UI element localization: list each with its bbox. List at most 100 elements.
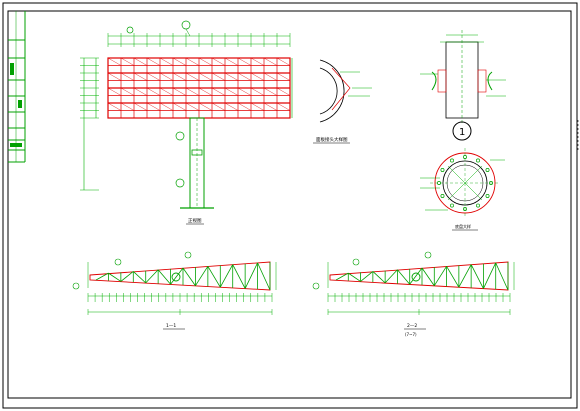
panel-brace bbox=[185, 57, 200, 66]
panel-brace bbox=[133, 72, 148, 81]
truss-diagonal bbox=[495, 262, 509, 291]
section-b-title: 2—2 bbox=[407, 323, 417, 329]
panel-brace bbox=[107, 57, 122, 66]
bolt-hole bbox=[485, 168, 490, 172]
panel-brace bbox=[120, 87, 135, 96]
bolt-hole bbox=[485, 194, 490, 198]
truss-diagonal bbox=[207, 266, 221, 288]
section-2-2: 2—2 (7~7) bbox=[312, 251, 515, 337]
panel-brace bbox=[172, 57, 187, 66]
panel-brace bbox=[120, 57, 135, 66]
truss-diagonal bbox=[108, 272, 122, 282]
panel-brace bbox=[211, 87, 226, 96]
panel-brace bbox=[224, 102, 239, 111]
front-view-title: 正视图 bbox=[188, 217, 202, 224]
panel-brace bbox=[276, 72, 291, 81]
truss-diagonal bbox=[458, 264, 472, 288]
panel-brace bbox=[250, 87, 265, 96]
panel-brace bbox=[198, 102, 213, 111]
panel-brace bbox=[263, 102, 278, 111]
panel-brace bbox=[198, 72, 213, 81]
truss-diagonal bbox=[257, 262, 271, 291]
panel-brace bbox=[159, 102, 174, 111]
panel-brace bbox=[120, 102, 135, 111]
truss-diagonal bbox=[446, 266, 460, 288]
sheet-number: 1 bbox=[459, 127, 465, 138]
panel-brace bbox=[276, 57, 291, 66]
section-b-subtitle: (7~7) bbox=[405, 332, 417, 337]
truss-diagonal bbox=[195, 266, 209, 286]
truss-diagonal bbox=[145, 269, 159, 284]
bolt-hole bbox=[450, 158, 454, 163]
panel-brace bbox=[172, 102, 187, 111]
panel-brace bbox=[263, 72, 278, 81]
panel-brace bbox=[159, 87, 174, 96]
truss-diagonal bbox=[409, 267, 423, 285]
bolt-hole bbox=[440, 168, 445, 172]
section-a-title: 1—1 bbox=[166, 323, 176, 329]
title-strip bbox=[8, 11, 26, 163]
truss-diagonal bbox=[182, 267, 196, 286]
truss-diagonal bbox=[433, 266, 447, 286]
panel-brace bbox=[107, 87, 122, 96]
panel-brace bbox=[250, 72, 265, 81]
panel-brace bbox=[237, 57, 252, 66]
truss-diagonal bbox=[360, 271, 374, 282]
panel-brace bbox=[172, 87, 187, 96]
panel-brace bbox=[120, 72, 135, 81]
panel-brace bbox=[198, 87, 213, 96]
truss-diagonal bbox=[120, 271, 134, 282]
panel-brace bbox=[224, 72, 239, 81]
truss-diagonal bbox=[372, 271, 386, 284]
panel-brace bbox=[237, 102, 252, 111]
truss-diagonal bbox=[397, 269, 411, 285]
truss-diagonal bbox=[170, 267, 184, 285]
panel-brace bbox=[146, 57, 161, 66]
panel-brace bbox=[133, 102, 148, 111]
panel-brace bbox=[133, 87, 148, 96]
panel-brace bbox=[211, 102, 226, 111]
bolt-hole bbox=[476, 203, 480, 208]
detail-title: 面板接头大样图 bbox=[316, 136, 348, 143]
panel-brace bbox=[159, 72, 174, 81]
base-plate-detail: 底盘大样 bbox=[420, 148, 505, 231]
panel-brace bbox=[263, 87, 278, 96]
panel-brace bbox=[237, 87, 252, 96]
base-detail-title: 底盘大样 bbox=[455, 223, 471, 229]
panel-brace bbox=[211, 72, 226, 81]
panel-brace bbox=[250, 57, 265, 66]
truss-diagonal bbox=[95, 272, 109, 281]
bolt-hole bbox=[440, 194, 445, 198]
panel-brace bbox=[185, 72, 200, 81]
truss-diagonal bbox=[232, 264, 246, 289]
truss-diagonal bbox=[219, 264, 234, 288]
truss-diagonal bbox=[384, 269, 398, 284]
truss-diagonal bbox=[483, 262, 497, 289]
panel-brace bbox=[172, 72, 187, 81]
panel-brace bbox=[185, 102, 200, 111]
section-1-1: 1—1 bbox=[72, 251, 277, 330]
truss-diagonal bbox=[421, 267, 435, 286]
panel-brace bbox=[224, 87, 239, 96]
panel-brace bbox=[263, 57, 278, 66]
panel-brace bbox=[198, 57, 213, 66]
bolt-hole bbox=[450, 203, 454, 208]
panel-brace bbox=[146, 87, 161, 96]
truss-diagonal bbox=[157, 269, 171, 285]
panel-brace bbox=[185, 87, 200, 96]
panel-brace bbox=[237, 72, 252, 81]
panel-brace bbox=[146, 72, 161, 81]
panel-brace bbox=[276, 87, 291, 96]
panel-brace bbox=[146, 102, 161, 111]
front-view: 正视图 bbox=[80, 20, 293, 225]
inner-border bbox=[7, 10, 572, 399]
panel-brace bbox=[211, 57, 226, 66]
truss-diagonal bbox=[335, 272, 349, 281]
truss-diagonal bbox=[348, 272, 361, 282]
truss-diagonal bbox=[133, 271, 146, 284]
truss-diagonal bbox=[244, 262, 258, 289]
panel-joint-detail: 面板接头大样图 bbox=[313, 59, 372, 144]
